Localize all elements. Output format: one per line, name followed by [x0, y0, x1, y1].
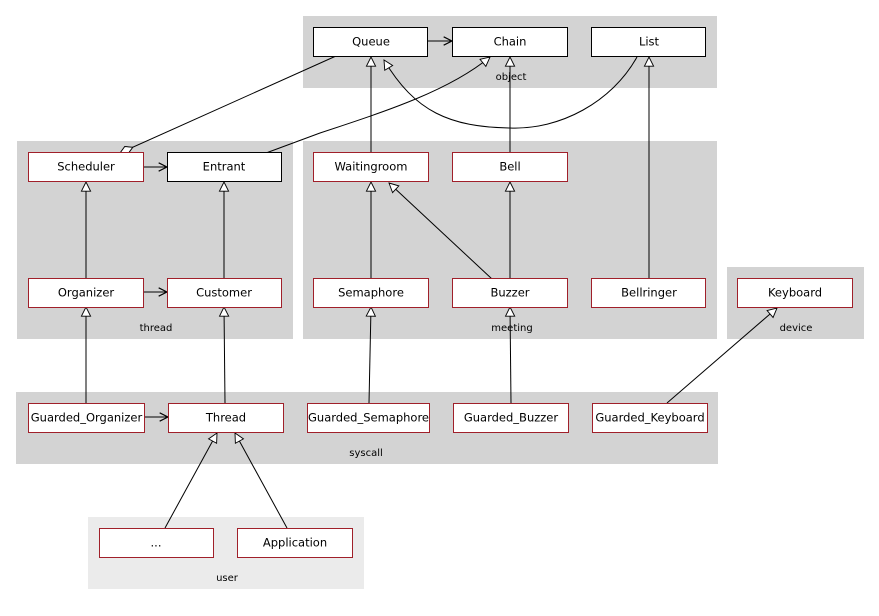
generalization-guarded-buzzer-buzzer — [510, 307, 511, 404]
package-label-syscall: syscall — [349, 448, 383, 459]
class-label-semaphore: Semaphore — [338, 286, 404, 300]
generalization-application-thread — [235, 433, 288, 529]
class-waitingroom: Waitingroom — [313, 152, 429, 182]
class-label-guarded-keyboard: Guarded_Keyboard — [595, 411, 704, 425]
class-list: List — [591, 27, 706, 57]
classes: Queue Chain List Scheduler Entrant Organ… — [28, 27, 853, 558]
class-label-customer: Customer — [196, 286, 252, 300]
class-label-entrant: Entrant — [203, 160, 246, 174]
class-ellipsis: ... — [99, 528, 214, 558]
class-buzzer: Buzzer — [452, 278, 568, 308]
class-application: Application — [237, 528, 353, 558]
generalization-thread-customer — [224, 307, 225, 404]
class-label-queue: Queue — [352, 35, 390, 49]
class-chain: Chain — [452, 27, 568, 57]
class-label-thread: Thread — [205, 411, 246, 425]
package-label-object: object — [496, 72, 527, 83]
relations — [86, 41, 777, 529]
aggregation-scheduler-queue — [119, 55, 337, 155]
class-label-bell: Bell — [499, 160, 520, 174]
class-entrant: Entrant — [167, 152, 282, 182]
class-queue: Queue — [313, 27, 428, 57]
class-keyboard: Keyboard — [737, 278, 853, 308]
package-label-thread: thread — [140, 323, 173, 334]
package-label-meeting: meeting — [491, 323, 532, 334]
generalization-guarded-semaphore-semaphore — [369, 307, 371, 404]
package-label-device: device — [780, 323, 813, 334]
class-label-organizer: Organizer — [58, 286, 115, 300]
class-bellringer: Bellringer — [591, 278, 706, 308]
package-label-user: user — [216, 573, 239, 584]
class-label-bellringer: Bellringer — [621, 286, 677, 300]
class-guarded-keyboard: Guarded_Keyboard — [592, 403, 708, 433]
class-label-guarded-semaphore: Guarded_Semaphore — [308, 411, 429, 425]
class-label-application: Application — [263, 536, 327, 550]
class-label-keyboard: Keyboard — [768, 286, 822, 300]
class-guarded-buzzer: Guarded_Buzzer — [453, 403, 569, 433]
class-bell: Bell — [452, 152, 568, 182]
generalization-list-queue — [384, 56, 638, 129]
class-customer: Customer — [167, 278, 282, 308]
class-semaphore: Semaphore — [313, 278, 429, 308]
class-guarded-organizer: Guarded_Organizer — [28, 403, 145, 433]
class-label-chain: Chain — [494, 35, 527, 49]
class-organizer: Organizer — [28, 278, 144, 308]
generalization-buzzer-waitingroom — [389, 183, 493, 280]
class-label-ellipsis: ... — [151, 536, 162, 550]
generalization-entrant-chain — [265, 57, 490, 154]
generalization-guarded-keyboard-keyboard — [666, 308, 777, 404]
generalization-ellipsis-thread — [164, 433, 217, 529]
class-scheduler: Scheduler — [28, 152, 144, 182]
class-label-buzzer: Buzzer — [490, 286, 529, 300]
class-label-waitingroom: Waitingroom — [335, 160, 408, 174]
class-thread: Thread — [168, 403, 284, 433]
class-label-list: List — [639, 35, 660, 49]
class-guarded-semaphore: Guarded_Semaphore — [307, 403, 430, 433]
class-label-scheduler: Scheduler — [57, 160, 115, 174]
class-label-guarded-buzzer: Guarded_Buzzer — [464, 411, 559, 425]
class-label-guarded-organizer: Guarded_Organizer — [31, 411, 143, 425]
